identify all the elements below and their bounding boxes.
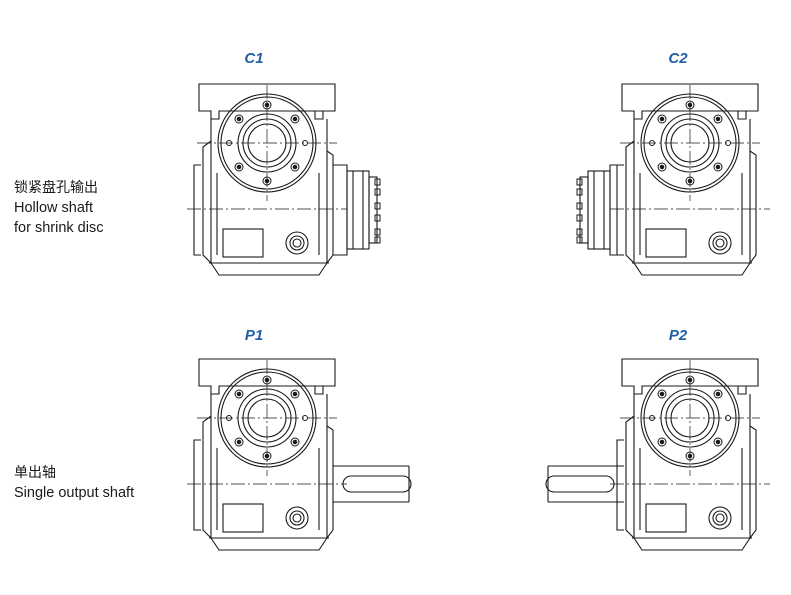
row-label-single-shaft: 单出轴 Single output shaft — [14, 463, 134, 503]
row-label-hollow-cn: 锁紧盘孔输出 — [14, 180, 98, 196]
diagram-p1 — [186, 358, 412, 551]
row-label-single-en: Single output shaft — [14, 485, 135, 501]
diagram-c2 — [576, 83, 771, 276]
row-label-hollow-en-2: for shrink disc — [14, 220, 104, 236]
diagram-p2 — [545, 358, 771, 551]
diagram-c1 — [186, 83, 381, 276]
variant-label-p2: P2 — [668, 327, 688, 344]
variant-label-p1: P1 — [244, 327, 264, 344]
row-label-single-cn: 单出轴 — [14, 465, 56, 481]
variant-label-c2: C2 — [668, 50, 688, 67]
row-label-hollow-shaft: 锁紧盘孔输出 Hollow shaft for shrink disc — [14, 178, 103, 238]
row-label-hollow-en-1: Hollow shaft — [14, 200, 93, 216]
variant-label-c1: C1 — [244, 50, 264, 67]
